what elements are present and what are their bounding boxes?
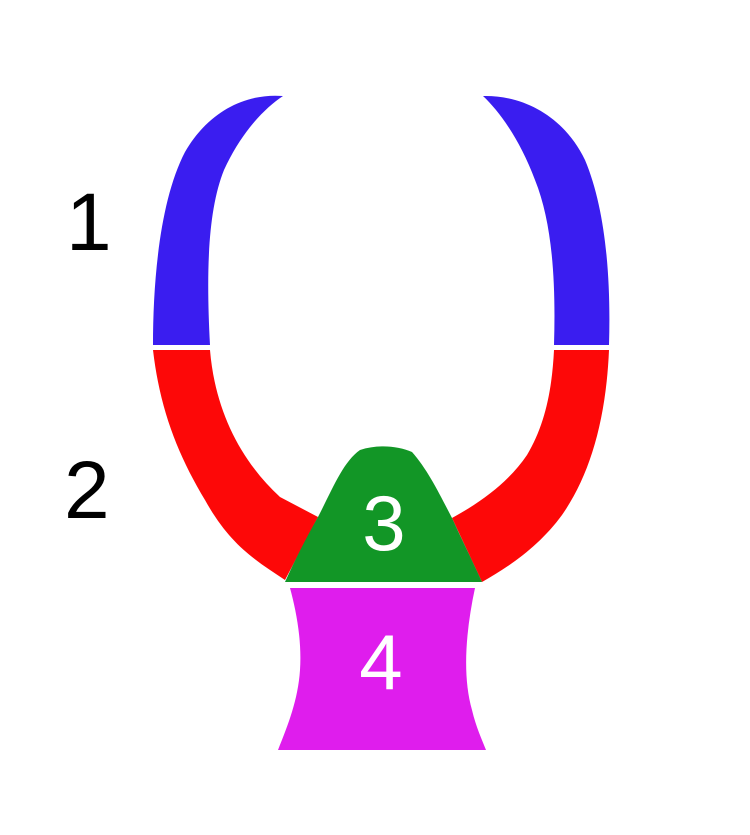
upper-right-segment	[483, 95, 610, 345]
lower-left-segment	[153, 350, 318, 580]
block-3-label: 3	[362, 479, 405, 567]
segment-2-label: 2	[64, 445, 110, 536]
lower-right-segment	[452, 350, 609, 582]
base-block	[278, 588, 486, 750]
segment-1-label: 1	[66, 177, 112, 268]
block-4-label: 4	[359, 618, 402, 706]
center-block	[285, 446, 482, 582]
upper-left-segment	[153, 95, 283, 345]
